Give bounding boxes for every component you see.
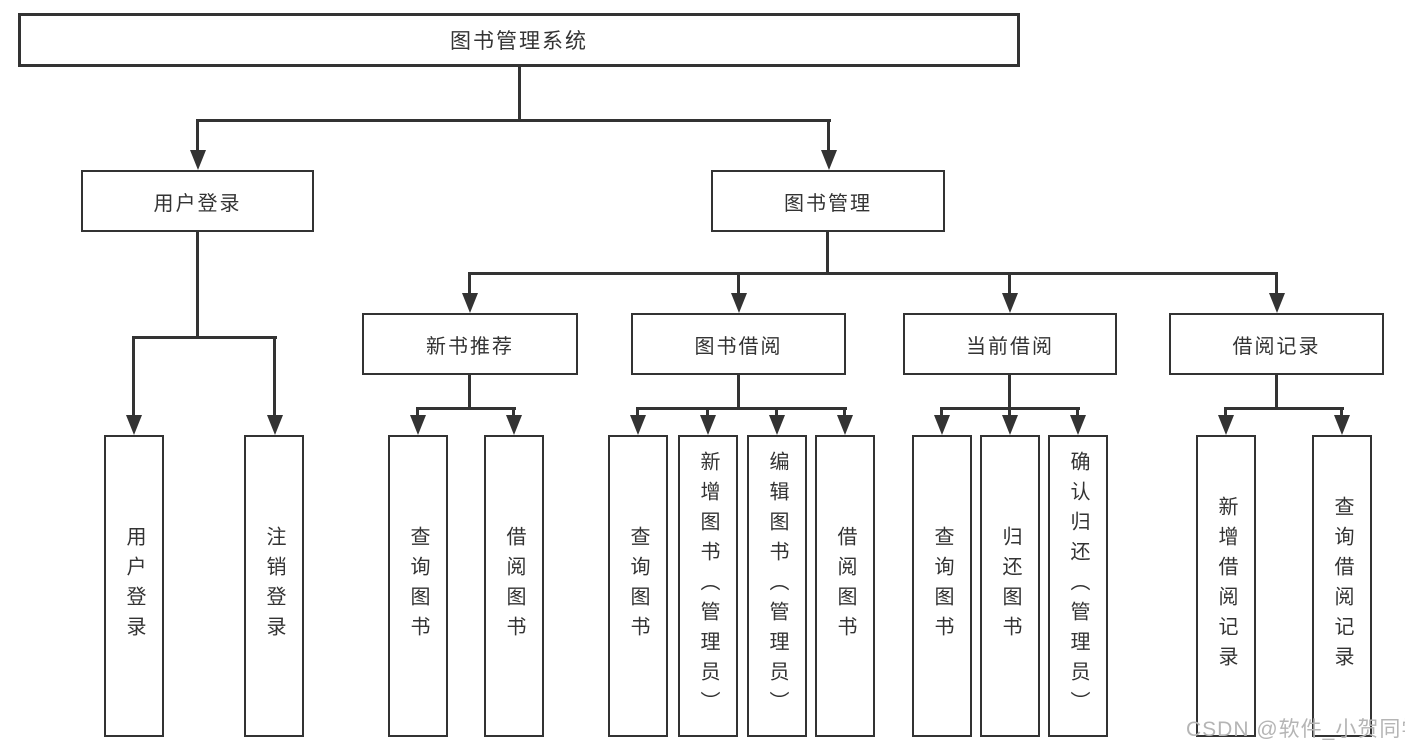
arrowhead-down-icon [1002,293,1018,313]
leaf-newbooks-borrow-books: 借阅图书 [484,435,544,737]
node-book-borrowing: 图书借阅 [631,313,846,375]
node-label: 查询借阅记录 [1331,496,1353,676]
arrowhead-down-icon [267,415,283,435]
tree-vline [416,407,419,417]
tree-vline [1275,272,1278,296]
csdn-watermark: CSDN @软件_小贺同学 [1186,718,1405,741]
tree-vline [512,407,515,417]
leaf-current-confirm-return-admin: 确认归还（管理员） [1048,435,1108,737]
arrowhead-down-icon [934,415,950,435]
tree-vline [737,272,740,296]
node-label: 图书管理 [784,192,872,215]
tree-vline [1076,407,1079,417]
tree-vline [775,407,778,417]
node-label: 新增借阅记录 [1215,496,1237,676]
leaf-user-login: 用户登录 [104,435,164,737]
arrowhead-down-icon [837,415,853,435]
node-label: 查询图书 [627,526,649,646]
node-label: 借阅图书 [503,526,525,646]
leaf-newbooks-query-books: 查询图书 [388,435,448,737]
tree-vline [273,336,276,418]
node-label: 编辑图书（管理员） [766,451,788,721]
node-label: 注销登录 [263,526,285,646]
arrowhead-down-icon [190,150,206,170]
arrowhead-down-icon [731,293,747,313]
tree-vline [1340,407,1343,417]
arrowhead-down-icon [126,415,142,435]
node-label: 用户登录 [123,526,145,646]
tree-vline [1275,375,1278,409]
node-label: 归还图书 [999,526,1021,646]
arrowhead-down-icon [1070,415,1086,435]
tree-vline [132,336,135,418]
node-label: 查询图书 [931,526,953,646]
arrowhead-down-icon [1334,415,1350,435]
tree-vline [706,407,709,417]
tree-vline [1008,375,1011,409]
tree-hline [416,407,516,410]
leaf-borrow-add-books-admin: 新增图书（管理员） [678,435,738,737]
tree-hline [468,272,1278,275]
tree-vline [1224,407,1227,417]
tree-hline [132,336,277,339]
node-label: 当前借阅 [966,335,1054,358]
leaf-current-query-books: 查询图书 [912,435,972,737]
arrowhead-down-icon [821,150,837,170]
node-label: 确认归还（管理员） [1067,451,1089,721]
node-label: 用户登录 [153,192,242,215]
tree-hline [636,407,847,410]
node-current-borrowing: 当前借阅 [903,313,1117,375]
arrowhead-down-icon [1269,293,1285,313]
leaf-records-query-borrow-record: 查询借阅记录 [1312,435,1372,737]
tree-vline [196,230,199,338]
tree-vline [468,375,471,409]
tree-vline [826,230,829,274]
tree-vline [737,375,740,409]
leaf-borrow-query-books: 查询图书 [608,435,668,737]
arrowhead-down-icon [1002,415,1018,435]
leaf-records-add-borrow-record: 新增借阅记录 [1196,435,1256,737]
tree-vline [940,407,943,417]
leaf-current-return-books: 归还图书 [980,435,1040,737]
node-new-book-recommendation: 新书推荐 [362,313,578,375]
node-label: 新增图书（管理员） [697,451,719,721]
node-label: 新书推荐 [426,335,514,358]
tree-vline [1008,407,1011,417]
tree-hline [196,119,831,122]
node-label: 图书借阅 [694,335,783,358]
arrowhead-down-icon [462,293,478,313]
tree-vline [636,407,639,417]
tree-vline [468,272,471,296]
leaf-logout: 注销登录 [244,435,304,737]
tree-hline [1224,407,1344,410]
arrowhead-down-icon [630,415,646,435]
tree-vline [518,66,521,121]
tree-vline [1008,272,1011,296]
node-borrowing-records: 借阅记录 [1169,313,1384,375]
arrowhead-down-icon [506,415,522,435]
node-label: 借阅记录 [1232,335,1321,358]
node-label: 借阅图书 [834,526,856,646]
node-library-management-system: 图书管理系统 [18,13,1020,67]
node-label: 图书管理系统 [450,30,588,53]
tree-vline [827,119,830,153]
arrowhead-down-icon [1218,415,1234,435]
leaf-borrow-borrow-books: 借阅图书 [815,435,875,737]
tree-vline [196,119,199,153]
leaf-borrow-edit-books-admin: 编辑图书（管理员） [747,435,807,737]
arrowhead-down-icon [769,415,785,435]
node-book-management: 图书管理 [711,170,945,232]
node-label: 查询图书 [407,526,429,646]
node-user-login: 用户登录 [81,170,314,232]
arrowhead-down-icon [410,415,426,435]
tree-vline [843,407,846,417]
arrowhead-down-icon [700,415,716,435]
